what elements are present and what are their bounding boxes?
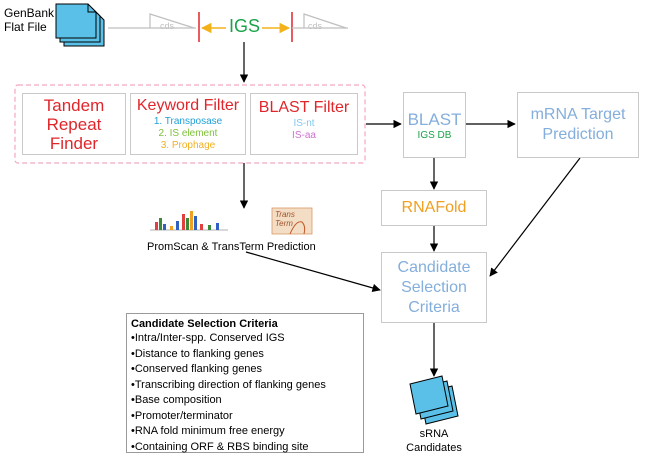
criteria-list-title: Candidate Selection Criteria: [131, 318, 278, 330]
criteria-item: •Containing ORF & RBS binding site: [131, 440, 309, 453]
tandem-line1: Tandem: [43, 95, 105, 115]
srna-document-icon: [409, 375, 459, 425]
genbank-label: GenBank Flat File: [4, 6, 58, 34]
genbank-label-line2: Flat File: [4, 20, 47, 34]
criteria-item: •Distance to flanking genes: [131, 347, 264, 360]
cds-right-label: cds: [308, 21, 323, 31]
promscan-to-candidate-arrow: [245, 251, 381, 292]
srna-line2: Candidates: [406, 442, 462, 454]
filters-dashed-container: [14, 84, 366, 164]
cds-left-arrow: [108, 13, 196, 29]
criteria-item: •Base composition: [131, 394, 222, 406]
keyword-item-prophage: 3. Prophage: [160, 140, 216, 151]
cds-right-arrow: [292, 13, 348, 29]
blast-filter-title: BLAST Filter: [258, 99, 350, 116]
blast-filter-item-is-aa: IS-aa: [292, 130, 316, 141]
keyword-item-is-element: 2. IS element: [158, 128, 218, 139]
mrna-line1: mRNA Target: [530, 106, 626, 123]
genbank-document-icon: [55, 3, 105, 47]
transterm-logo-icon: [271, 207, 313, 235]
keyword-item-transposase: 1. Transposase: [153, 116, 223, 127]
tandem-line3: Finder: [49, 133, 99, 153]
srna-line1: sRNA: [419, 428, 449, 440]
promscan-transterm-label: PromScan & TransTerm Prediction: [147, 241, 316, 253]
blast-filter-box: BLAST Filter IS-nt IS-aa: [250, 93, 358, 155]
candidate-line3: Criteria: [408, 298, 460, 316]
keyword-filter-box: Keyword Filter 1. Transposase 2. IS elem…: [130, 93, 246, 155]
rnafold-title: RNAFold: [401, 199, 467, 216]
criteria-item: •Transcribing direction of flanking gene…: [131, 378, 326, 391]
srna-candidates-label: sRNA Candidates: [396, 427, 472, 455]
tandem-line2: Repeat: [46, 114, 102, 134]
candidate-line2: Selection: [401, 278, 467, 296]
blast-sub: IGS DB: [417, 129, 452, 141]
promscan-logo-icon: [150, 211, 228, 231]
mrna-line2: Prediction: [542, 126, 614, 143]
rnafold-box: RNAFold: [381, 190, 487, 226]
criteria-list-box: Candidate Selection Criteria •Intra/Inte…: [126, 313, 364, 453]
candidate-selection-criteria-box: Candidate Selection Criteria: [381, 252, 487, 323]
cds-left-label: cds: [160, 21, 175, 31]
tandem-repeat-finder-box: Tandem Repeat Finder: [22, 93, 126, 155]
transterm-logo-text: Trans Term: [275, 210, 295, 228]
criteria-item: •RNA fold minimum free energy: [131, 425, 285, 437]
blast-title: BLAST: [407, 109, 462, 129]
blast-filter-item-is-nt: IS-nt: [293, 118, 315, 129]
igs-label: IGS: [229, 16, 261, 36]
mrna-to-candidate-arrow: [489, 157, 581, 277]
criteria-item: •Promoter/terminator: [131, 409, 233, 422]
mrna-target-prediction-box: mRNA Target Prediction: [517, 92, 639, 158]
criteria-item: •Conserved flanking genes: [131, 363, 263, 375]
candidate-line1: Candidate: [397, 258, 471, 276]
blast-igs-db-box: BLAST IGS DB: [403, 92, 466, 158]
genbank-label-line1: GenBank: [4, 6, 55, 20]
criteria-item: •Intra/Inter-spp. Conserved IGS: [131, 332, 285, 344]
keyword-filter-title: Keyword Filter: [136, 97, 240, 114]
